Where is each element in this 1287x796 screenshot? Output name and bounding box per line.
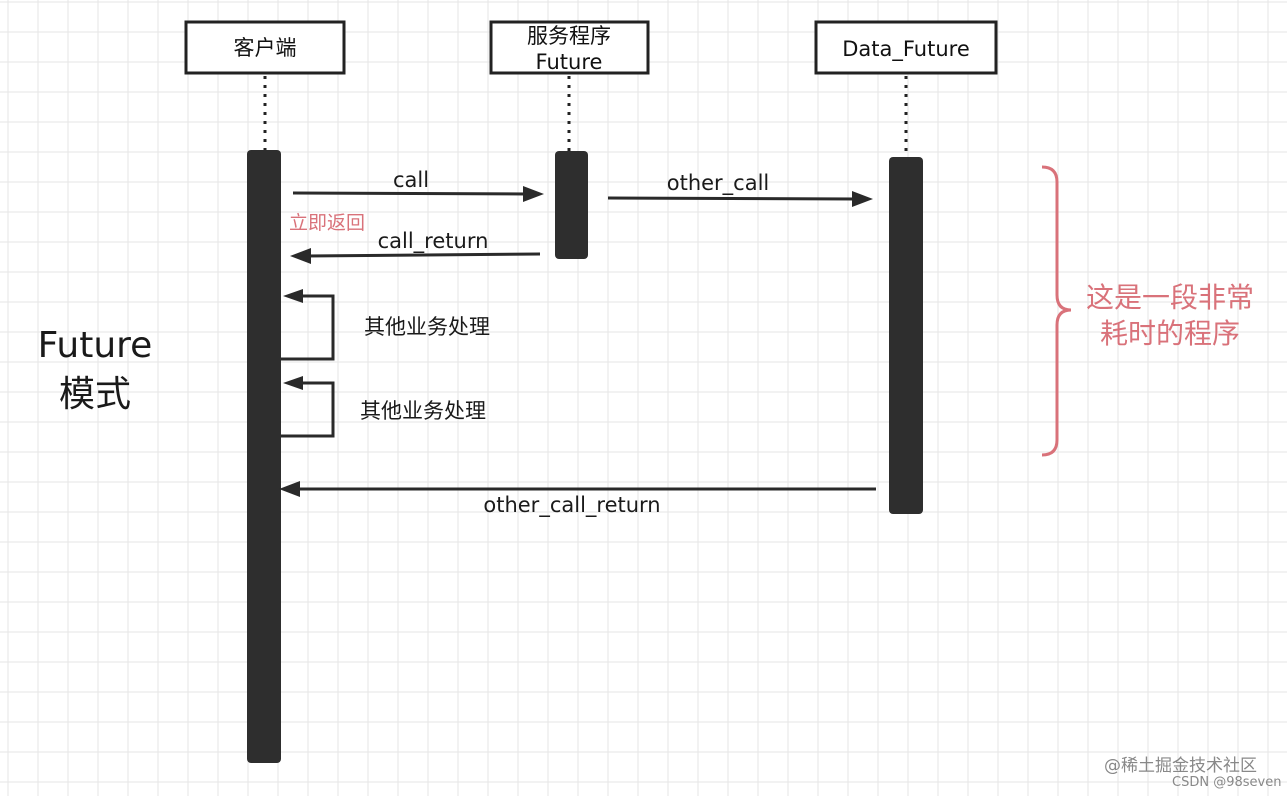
- lifeline-client-box: [184, 20, 346, 75]
- message-call-line: [292, 191, 529, 196]
- message-call-return-arrowhead: [290, 248, 311, 264]
- lifeline-service-label-line2: Future: [536, 50, 603, 74]
- annotation-brace: [1041, 165, 1072, 457]
- self-message-2-arrowhead: [283, 376, 303, 390]
- activation-bar-client: [247, 150, 281, 763]
- self-message-1-line: [281, 294, 335, 361]
- lifeline-client: 客户端: [184, 20, 346, 75]
- message-other-call-return-arrowhead: [279, 481, 300, 497]
- message-other-call-return-label: other_call_return: [483, 493, 660, 518]
- message-call-arrowhead: [523, 186, 544, 202]
- lifeline-service: 服务程序 Future: [489, 20, 650, 75]
- annotation-label-line2: 耗时的程序: [1100, 317, 1240, 350]
- lifeline-client-label: 客户端: [234, 36, 297, 60]
- side-title-line1: Future: [38, 325, 153, 366]
- lifeline-data-label: Data_Future: [842, 37, 970, 62]
- lifeline-service-label-line1: 服务程序: [527, 24, 611, 48]
- message-call-return-line: [305, 252, 541, 258]
- immediate-return-note: 立即返回: [289, 212, 365, 234]
- message-call-return: call_return: [290, 229, 541, 264]
- message-other-call-return: other_call_return: [279, 481, 876, 518]
- lifeline-service-box: [489, 20, 650, 75]
- activation-bar-service: [555, 151, 588, 259]
- side-title-line2: 模式: [59, 374, 131, 415]
- message-other-call-line: [607, 196, 858, 201]
- message-call-return-label: call_return: [378, 229, 489, 254]
- self-message-1-arrowhead: [283, 289, 303, 303]
- message-call: call: [292, 168, 544, 202]
- message-other-call: other_call: [607, 171, 873, 207]
- watermark-line1: @稀土掘金技术社区: [1104, 756, 1257, 776]
- annotation-label-line1: 这是一段非常: [1086, 281, 1254, 314]
- watermark-line2: CSDN @98seven: [1172, 775, 1281, 790]
- message-other-call-arrowhead: [852, 191, 873, 207]
- lifeline-data: Data_Future: [814, 20, 998, 75]
- self-message-1-label: 其他业务处理: [364, 315, 490, 339]
- self-message-2-line: [281, 381, 335, 438]
- message-other-call-label: other_call: [667, 171, 770, 196]
- self-message-2: 其他业务处理: [281, 376, 486, 438]
- lifeline-data-box: [814, 20, 998, 75]
- message-call-label: call: [393, 168, 429, 192]
- activation-bar-data: [889, 157, 923, 514]
- self-message-2-label: 其他业务处理: [360, 399, 486, 423]
- self-message-1: 其他业务处理: [281, 289, 490, 361]
